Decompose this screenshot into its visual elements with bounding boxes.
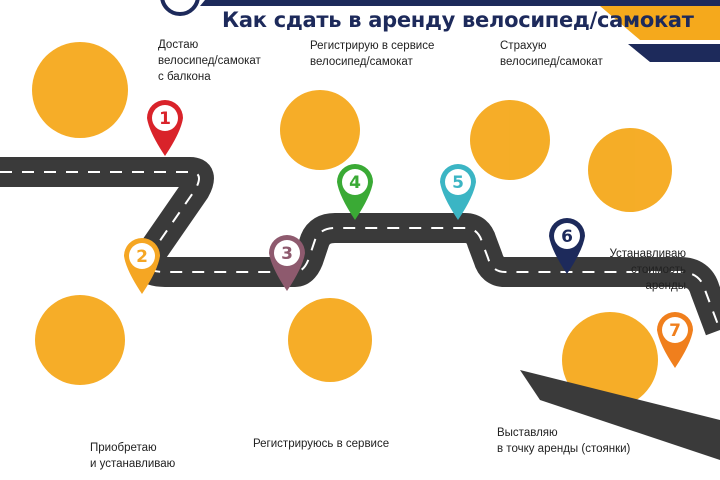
- step-6-pin-icon: 6: [549, 218, 585, 274]
- step-3-label: Регистрируюсь в сервисе: [253, 438, 390, 450]
- decor-blobs: [32, 42, 672, 408]
- header-stripe-yellow: [600, 6, 720, 40]
- header-stripe-navy: [628, 44, 720, 62]
- step-number: 1: [159, 109, 171, 129]
- logo-icon: [160, 0, 200, 16]
- pin-center: [662, 317, 688, 343]
- step-number: 4: [349, 173, 361, 193]
- step-1-label: Достаю велосипед/самокат с балкона: [158, 39, 261, 83]
- step-7-label: Выставляю в точку аренды (стоянки): [497, 427, 631, 455]
- step-6-label: Устанавливаю стоимость аренды: [609, 248, 686, 292]
- pin-center: [152, 105, 178, 131]
- step-2-label: Приобретаю и устанавливаю: [90, 442, 176, 470]
- page-title: Как сдать в аренду велосипед/самокат: [222, 8, 694, 32]
- pin-center: [274, 240, 300, 266]
- pin-center: [554, 223, 580, 249]
- header-bar: [200, 0, 720, 6]
- parking-road: [520, 370, 720, 460]
- pin-center: [445, 169, 471, 195]
- step-number: 7: [669, 321, 681, 341]
- step-5-label: Страхую велосипед/самокат: [500, 40, 603, 68]
- step-number: 2: [136, 247, 148, 267]
- step-2-pin-icon: 2: [124, 238, 160, 294]
- step-number: 3: [281, 244, 293, 264]
- step-number: 5: [452, 173, 464, 193]
- step-1-pin-icon: 1: [147, 100, 183, 156]
- step-3-pin-icon: 3: [269, 235, 305, 291]
- step-7-pin-icon: 7: [657, 312, 693, 368]
- pin-center: [129, 243, 155, 269]
- pin-center: [342, 169, 368, 195]
- step-number: 6: [561, 227, 573, 247]
- step-4-label: Регистрирую в сервисе велосипед/самокат: [310, 40, 435, 68]
- step-4-pin-icon: 4: [337, 164, 373, 220]
- step-5-pin-icon: 5: [440, 164, 476, 220]
